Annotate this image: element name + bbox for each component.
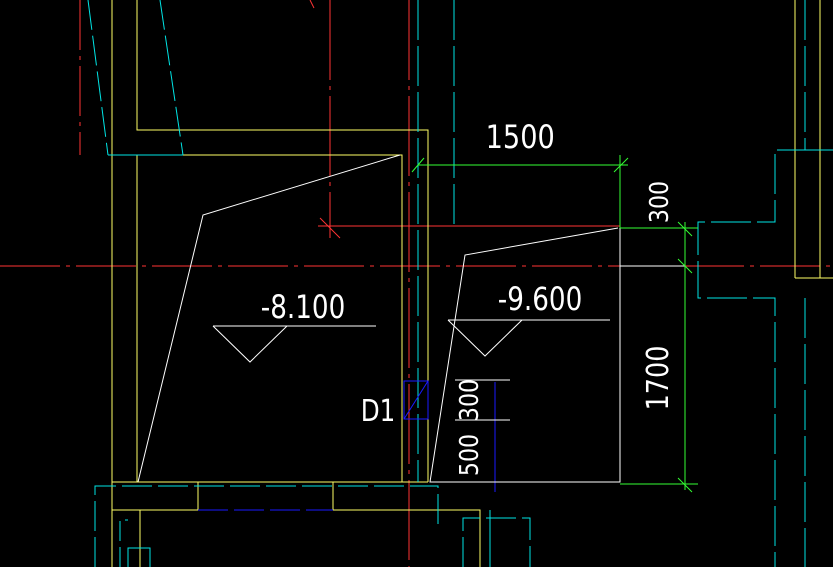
dimension-top-width: 1500 <box>486 119 555 157</box>
slope-left <box>137 154 401 483</box>
outline-shapes <box>137 154 685 483</box>
level-right: -9.600 <box>498 280 583 317</box>
dim-top-tick-right <box>613 157 629 173</box>
level-triangle-right <box>447 319 523 357</box>
dimension-right-lower: 1700 <box>640 346 676 411</box>
tag-lines <box>198 380 496 511</box>
wall-left-inner <box>136 0 429 482</box>
wall-chamber-left <box>137 154 403 482</box>
axis-line-diagonal <box>309 0 315 9</box>
hidden-slab-left <box>87 0 109 156</box>
dim-top-tick-left <box>411 157 425 173</box>
tag-box <box>403 380 429 420</box>
level-left: -8.100 <box>261 288 346 325</box>
dimension-lines <box>411 155 698 493</box>
dimension-small-lower: 500 <box>454 434 484 476</box>
hidden-slab-left-2 <box>159 0 184 156</box>
tag-label: D1 <box>361 395 396 429</box>
dim-right-tick-mid <box>677 258 693 274</box>
hidden-right-wall <box>697 0 806 567</box>
dimension-right-upper: 300 <box>644 181 674 223</box>
dimension-small-upper: 300 <box>454 379 484 421</box>
hidden-base-box <box>127 547 151 567</box>
dim-right-tick-top <box>677 221 693 237</box>
tag-box-diagonal <box>403 380 429 420</box>
level-triangle-left <box>212 325 288 363</box>
hidden-base-left <box>94 485 439 567</box>
dim-right-tick-bottom <box>677 477 693 493</box>
annotations: 1500 300 1700 300 500 -8.100 -9.600 D1 <box>261 119 676 476</box>
axis-tick-mark <box>319 217 341 239</box>
hidden-base-left-2 <box>119 519 128 567</box>
wall-base-step-right <box>332 482 481 567</box>
hidden-base-right <box>462 517 531 567</box>
hidden-lines <box>87 0 833 567</box>
slope-right <box>429 227 621 483</box>
